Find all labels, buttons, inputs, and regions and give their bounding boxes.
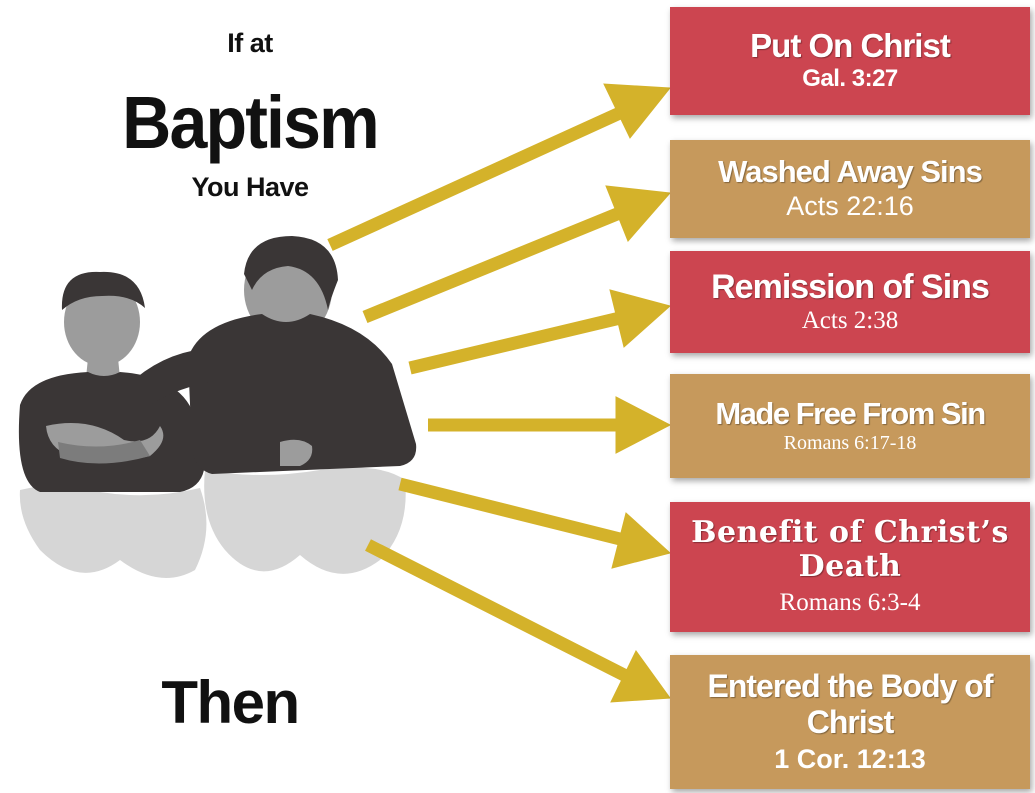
person-right-silhouette [136, 236, 417, 474]
person-left-silhouette [18, 271, 204, 492]
card-title: Entered the Body of Christ [707, 667, 993, 740]
card-title: Made Free From Sin [715, 395, 986, 431]
arrow-to-made-free-from-sin [428, 396, 672, 454]
card-title: Put On Christ [750, 27, 951, 65]
card-title: Benefit of Christ’s Death [691, 515, 1009, 584]
heading-you-have: You Have [191, 172, 309, 202]
card-title: Washed Away Sins [718, 154, 983, 190]
card-reference: Acts 22:16 [786, 191, 914, 222]
card-benefit-of-christs-death: Benefit of Christ’s Death Romans 6:3-4 [670, 502, 1030, 632]
heading-baptism: Baptism [122, 81, 380, 164]
card-washed-away-sins: Washed Away Sins Acts 22:16 [670, 140, 1030, 238]
card-reference: Acts 2:38 [801, 307, 899, 335]
arrow-to-remission-of-sins [408, 289, 672, 375]
arrow-to-put-on-christ [327, 83, 671, 251]
card-reference: Romans 6:17-18 [783, 432, 917, 455]
heading-then: Then [161, 669, 300, 736]
card-made-free-from-sin: Made Free From Sin Romans 6:17-18 [670, 374, 1030, 478]
water-reflection [19, 467, 406, 578]
card-reference: Romans 6:3-4 [779, 588, 921, 616]
card-title: Remission of Sins [711, 267, 990, 306]
card-remission-of-sins: Remission of Sins Acts 2:38 [670, 251, 1030, 353]
card-reference: Gal. 3:27 [802, 65, 898, 93]
heading-if-at: If at [227, 28, 273, 58]
arrow-to-washed-away-sins [362, 185, 672, 324]
arrow-to-entered-the-body-of-christ [365, 539, 671, 703]
card-put-on-christ: Put On Christ Gal. 3:27 [670, 7, 1030, 115]
card-reference: 1 Cor. 12:13 [774, 743, 926, 774]
baptism-figures-illustration [18, 236, 417, 578]
card-entered-the-body-of-christ: Entered the Body of Christ 1 Cor. 12:13 [670, 655, 1030, 789]
arrow-to-benefit-of-christs-death [398, 477, 672, 569]
